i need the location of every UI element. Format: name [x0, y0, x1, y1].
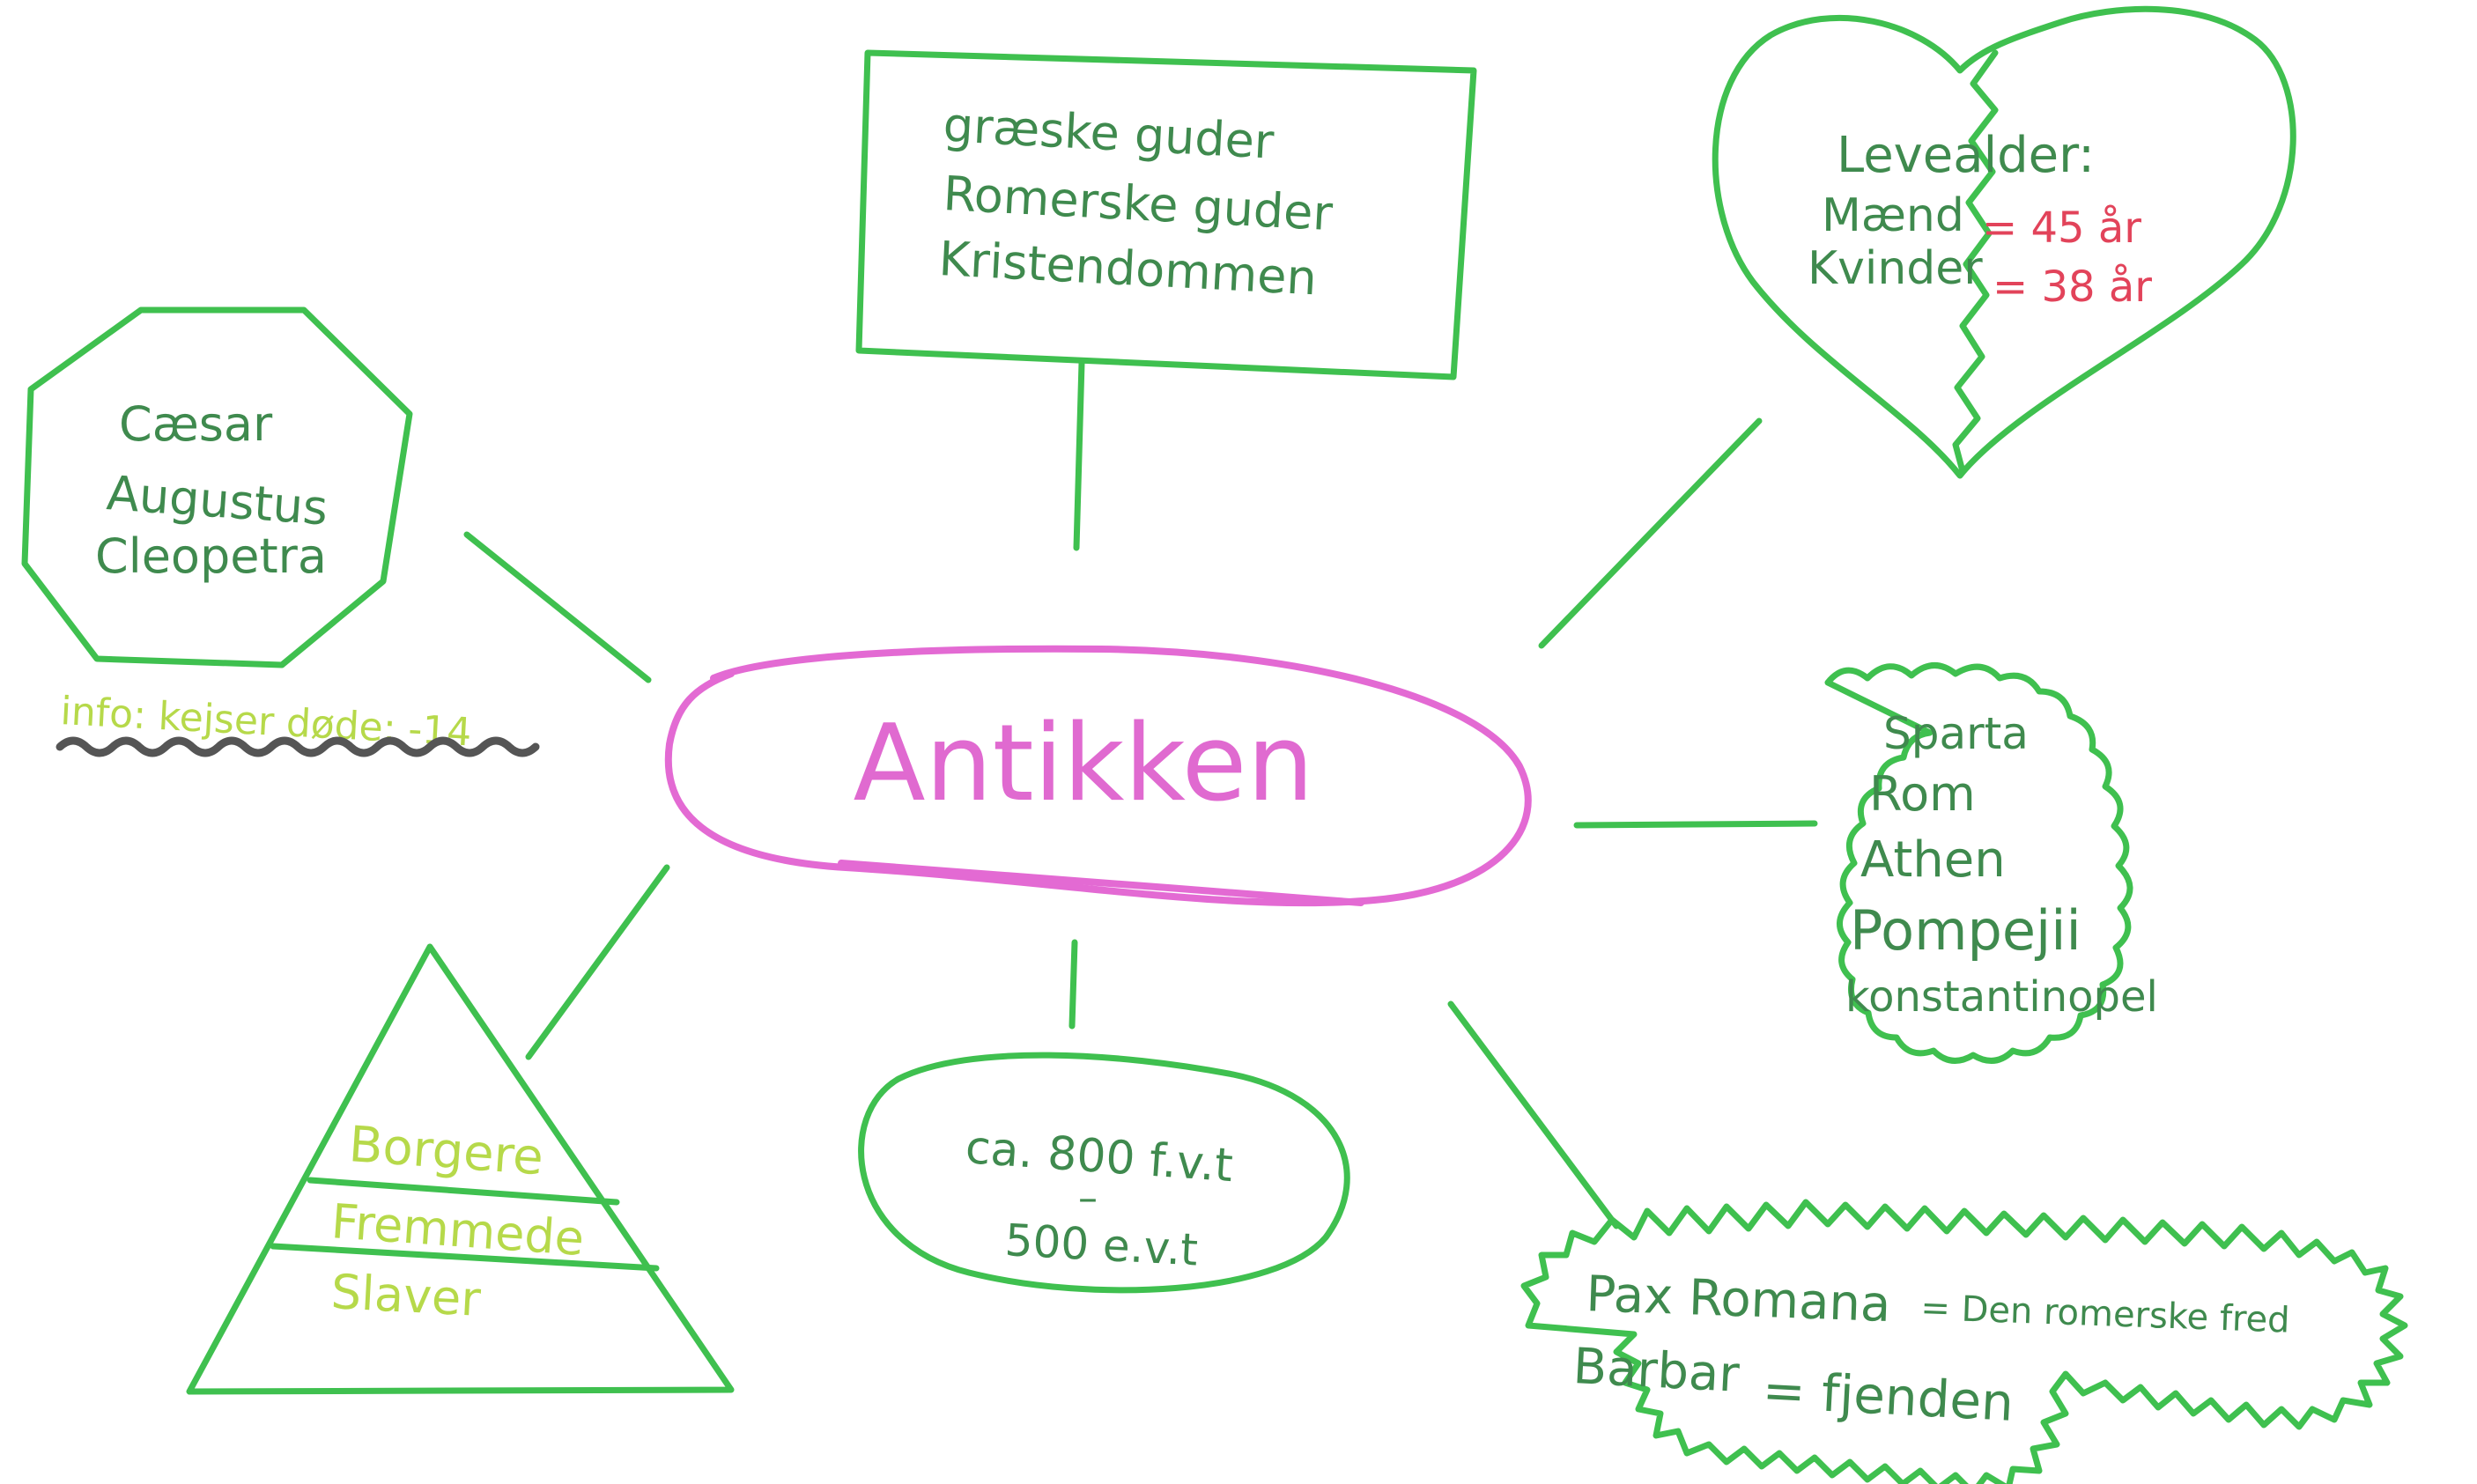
people-line-3: Cleopetra — [95, 528, 327, 584]
period-oval: ca. 800 f.v.t – 500 e.v.t — [858, 1052, 1350, 1294]
pyramid-level-2: Fremmede — [329, 1193, 586, 1266]
connector-lifespan — [1538, 417, 1763, 649]
places-line-3: Athen — [1860, 831, 2006, 889]
connector-people — [463, 531, 652, 683]
connector-society — [525, 864, 670, 1060]
terms-burst-outline — [1520, 1199, 2408, 1484]
religion-line-1: græske guder — [942, 97, 1275, 170]
people-line-1: Cæsar — [119, 396, 273, 452]
places-cloud-outline — [1824, 662, 2133, 1064]
period-dash: – — [1078, 1176, 1098, 1221]
people-note-wavy-underline — [55, 736, 540, 757]
lifespan-title: Levealder: — [1837, 127, 2095, 184]
terms-line2-term: Barbar — [1571, 1338, 1741, 1404]
center-title: Antikken — [853, 703, 1313, 825]
pyramid-outline — [186, 943, 735, 1395]
places-line-2: Rom — [1869, 766, 1976, 822]
lifespan-women-label: Kvinder — [1808, 242, 1983, 295]
pyramid-divider-2 — [270, 1243, 660, 1272]
heart-crack — [1952, 49, 1999, 475]
religion-box: græske guder Romerske guder Kristendomme… — [855, 49, 1477, 380]
pyramid-divider-1 — [307, 1177, 620, 1206]
people-line-2: Augustus — [105, 465, 329, 535]
period-end: 500 e.v.t — [1003, 1215, 1199, 1275]
religion-box-frame — [855, 49, 1477, 380]
terms-line2-def: = fjenden — [1761, 1360, 2015, 1433]
connector-period — [1068, 939, 1078, 1030]
people-octagon: Cæsar Augustus Cleopetra info: kejser dø… — [21, 306, 540, 757]
connector-terms — [1447, 1000, 1620, 1229]
religion-line-2: Romerske guder — [942, 166, 1335, 241]
lifespan-heart: Levealder: Mænd = 45 år Kvinder = 38 år — [1712, 5, 2296, 479]
places-line-4: Pompejii — [1850, 898, 2081, 963]
religion-line-3: Kristendommen — [937, 231, 1318, 306]
terms-burst: Pax Romana = Den romerske fred Barbar = … — [1520, 1199, 2408, 1484]
connector-places — [1573, 820, 1818, 829]
places-line-1: Sparta — [1883, 708, 2029, 759]
lifespan-men-value: = 45 år — [1982, 203, 2141, 253]
lifespan-women-value: = 38 år — [1993, 262, 2152, 312]
center-underline — [838, 860, 1364, 906]
heart-outline — [1712, 5, 2296, 479]
lifespan-men-label: Mænd — [1822, 189, 1964, 242]
people-octagon-frame — [21, 306, 413, 668]
connector-lines — [463, 359, 1818, 1229]
places-cloud: Sparta Rom Athen Pompejii konstantinopel — [1824, 662, 2158, 1064]
places-line-5: konstantinopel — [1845, 972, 2158, 1022]
period-start: ca. 800 f.v.t — [964, 1121, 1234, 1192]
terms-line1-term: Pax Romana — [1586, 1266, 1892, 1333]
connector-religion — [1073, 359, 1085, 551]
period-oval-outline — [858, 1052, 1350, 1294]
center-ellipse — [664, 645, 1532, 907]
center-node: Antikken — [664, 645, 1532, 907]
pyramid-level-1: Borgere — [347, 1116, 545, 1186]
society-pyramid: Borgere Fremmede Slaver — [186, 943, 735, 1395]
pyramid-level-3: Slaver — [329, 1264, 483, 1327]
terms-line1-def: = Den romerske fred — [1920, 1288, 2291, 1341]
